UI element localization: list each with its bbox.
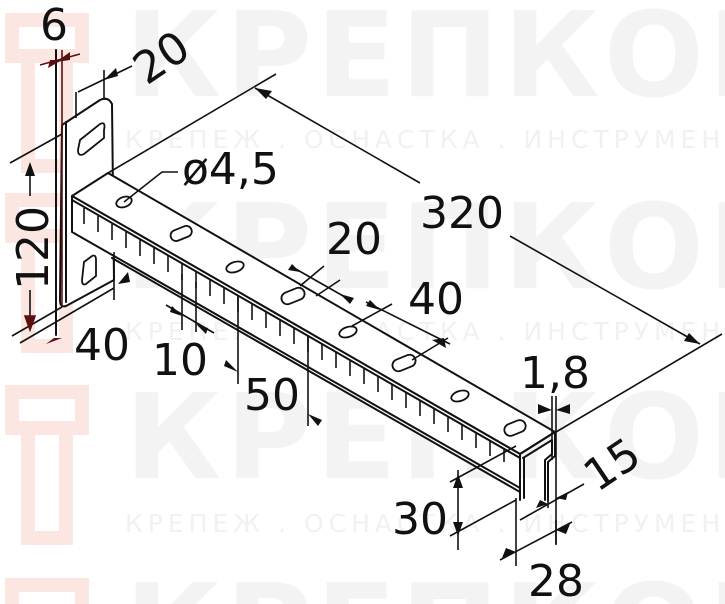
- dim-slot-length: 20: [326, 214, 382, 265]
- round-hole: [225, 260, 245, 274]
- dim-length: 320: [420, 188, 504, 239]
- plate-slot: [81, 254, 97, 286]
- bolt-icon: [5, 578, 89, 604]
- bolt-icon: [5, 385, 89, 545]
- dim-sheet-thickness: 1,8: [520, 348, 590, 399]
- watermark-tagline: КРЕПЕЖ . ОСНАСТКА . ИНСТРУМЕНТ: [125, 509, 725, 538]
- dim-slot-pitch: 40: [408, 274, 464, 325]
- watermark-tagline: КРЕПЕЖ . ОСНАСТКА . ИНСТРУМЕНТ: [125, 125, 725, 154]
- oval-slot: [280, 286, 306, 306]
- plate-slot: [77, 122, 106, 156]
- oval-slot: [503, 419, 527, 437]
- scale-ticks: [83, 208, 505, 462]
- bracket-arm: [71, 172, 556, 501]
- dimension-lines: [9, 52, 723, 566]
- dim-base-depth: 40: [74, 320, 130, 371]
- dim-tick-spacing: 10: [152, 335, 208, 386]
- watermark: КРЕПКОМ КРЕПЕЖ . ОСНАСТКА . ИНСТРУМЕНТ К…: [5, 0, 725, 604]
- bolt-icon: [5, 13, 89, 173]
- round-hole: [338, 325, 358, 339]
- dim-profile-height: 30: [392, 494, 448, 545]
- watermark-brand: КРЕПКОМ: [125, 558, 725, 604]
- dim-height: 120: [8, 206, 59, 290]
- oval-slot: [169, 225, 193, 242]
- dim-tick-major: 50: [244, 370, 300, 421]
- dim-hole-diameter: ø4,5: [182, 144, 279, 195]
- round-hole: [450, 389, 470, 403]
- dim-profile-width: 28: [528, 556, 584, 604]
- dim-plate-thickness: 6: [40, 0, 68, 51]
- watermark-brand: КРЕПКОМ: [125, 0, 725, 124]
